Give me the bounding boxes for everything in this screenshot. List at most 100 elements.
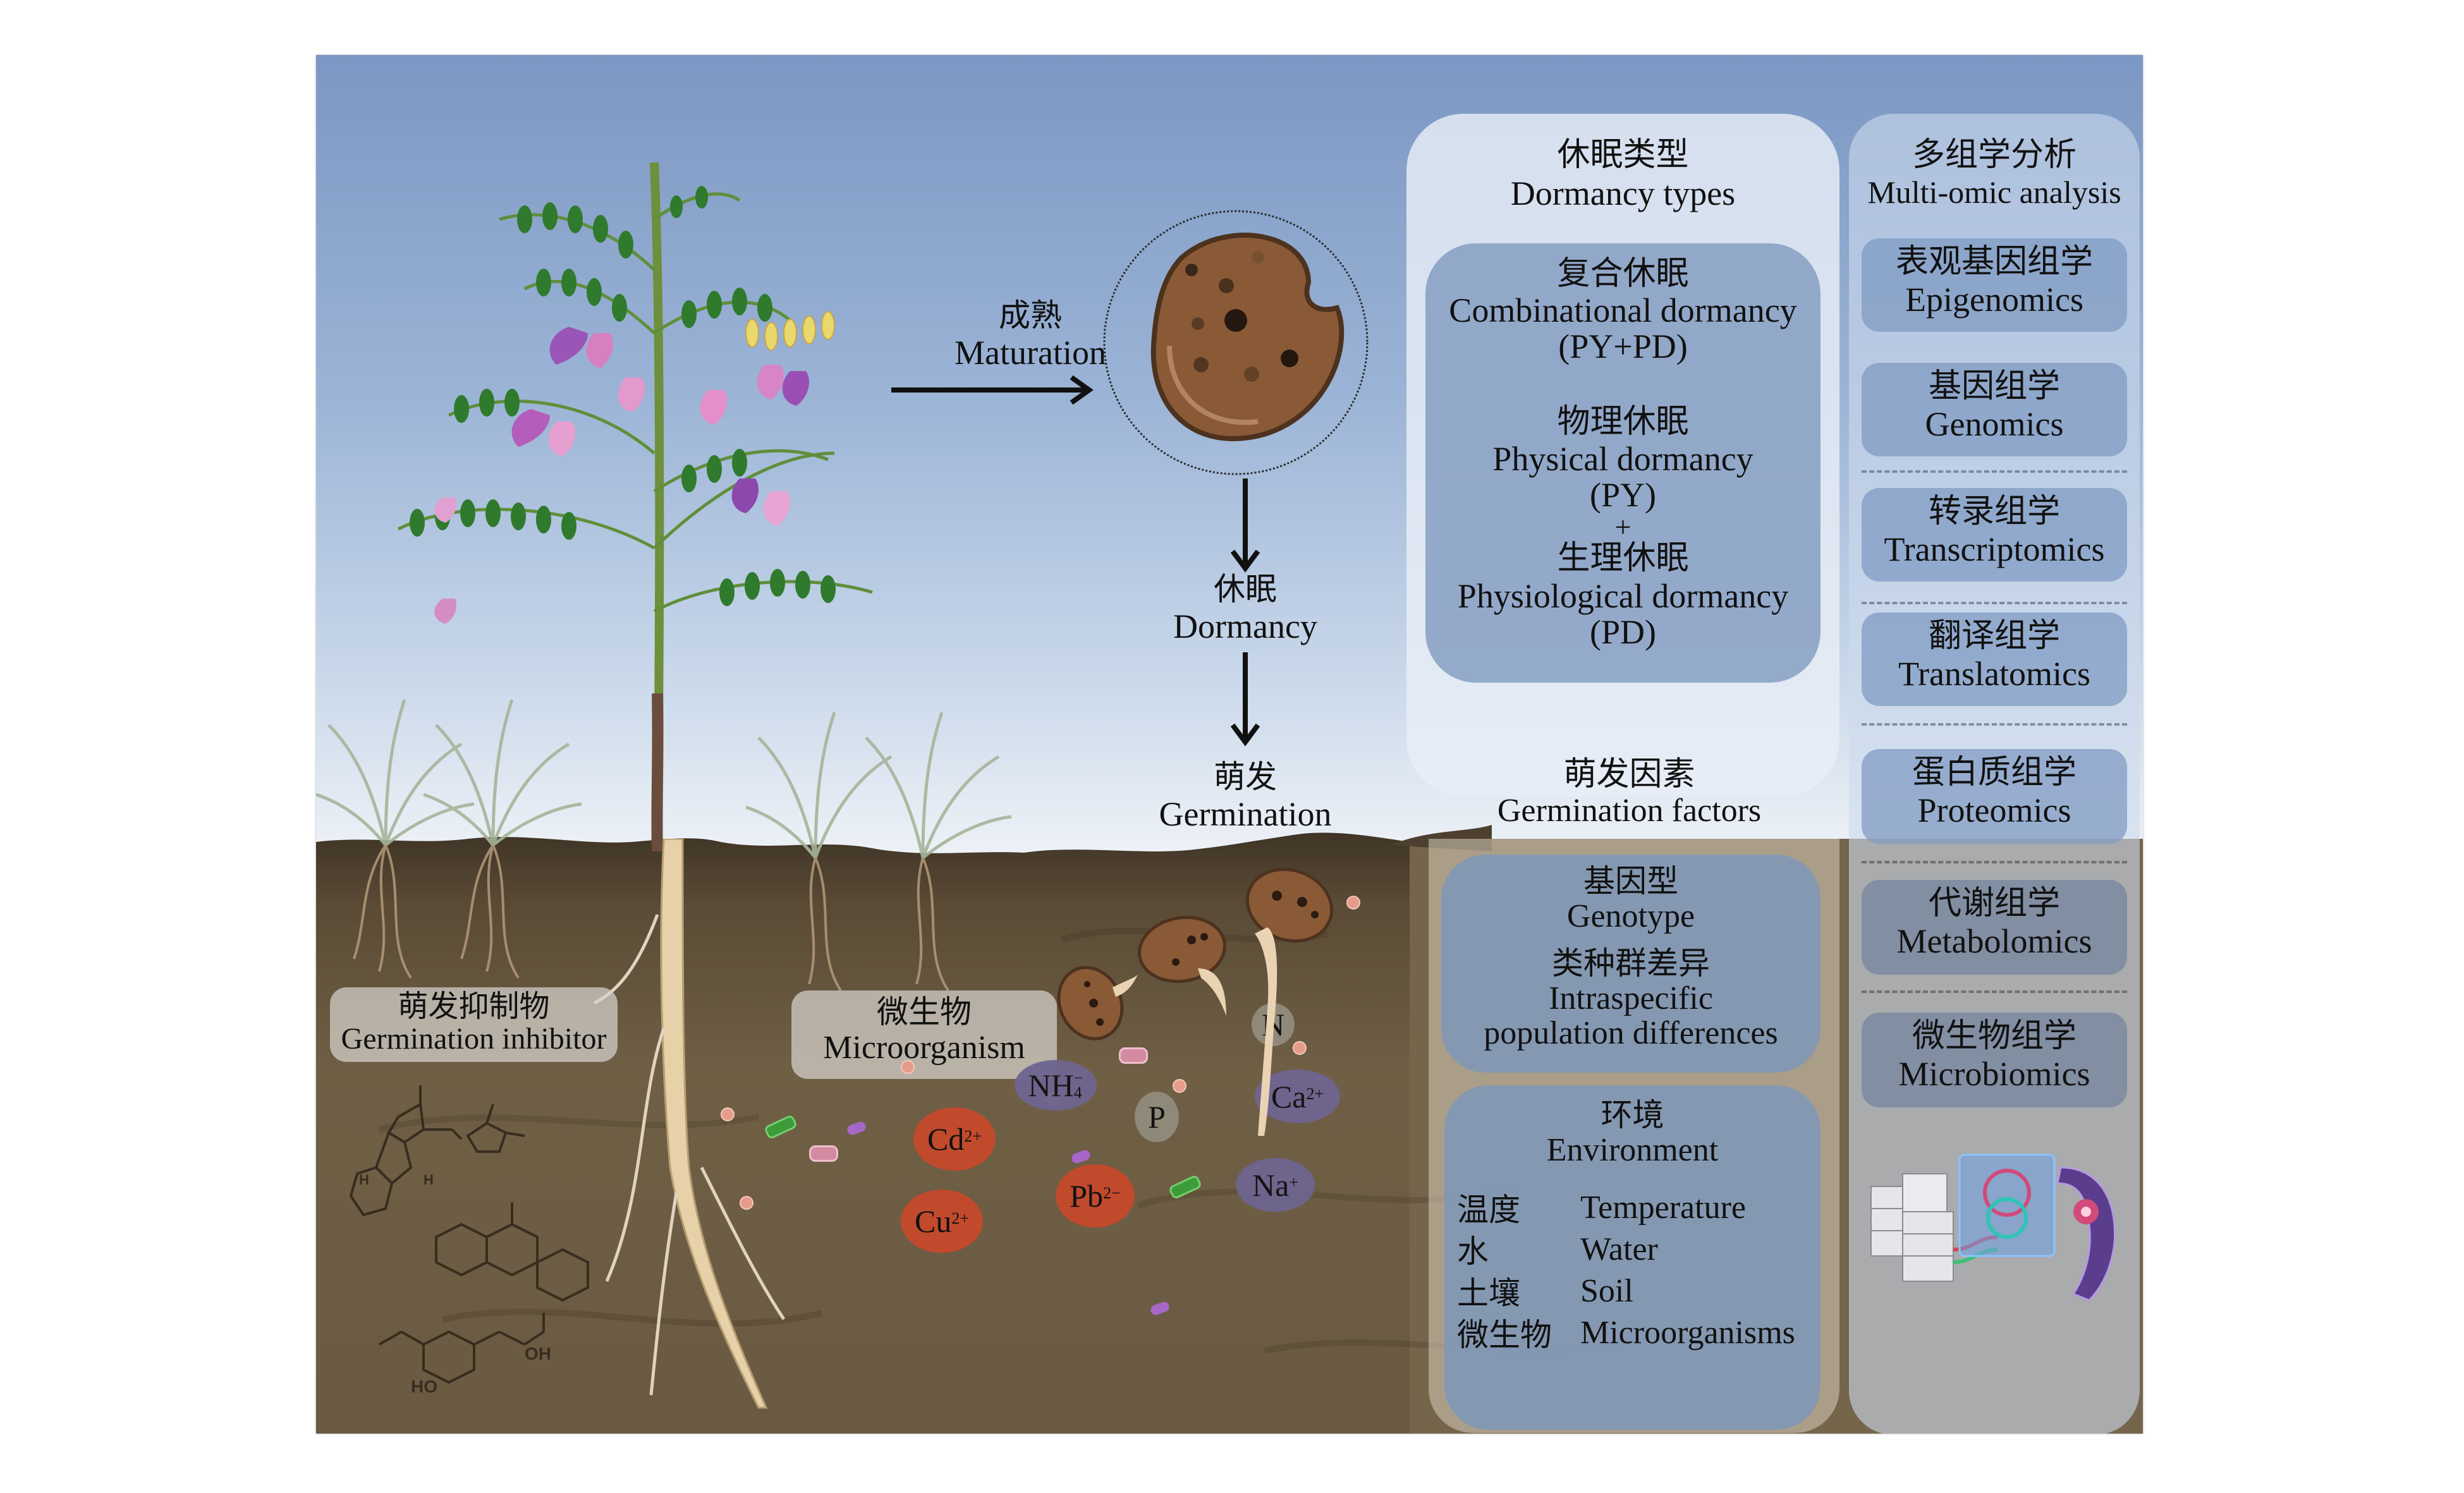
ion-nh4-base: NH (1028, 1068, 1074, 1103)
omic-item-epigenomics: 表观基因组学 Epigenomics (1862, 238, 2127, 332)
ion-cu-charge: 2+ (951, 1209, 970, 1228)
chem-label-ho: HO (411, 1377, 437, 1396)
maturation-label-cn: 成熟 (999, 297, 1062, 334)
microorganism-label: 微生物 Microorganism (791, 990, 1057, 1079)
omic-item-cn: 基因组学 (1928, 367, 2060, 405)
omic-divider (1862, 723, 2127, 726)
dormancy-label-en: Dormancy (1173, 607, 1317, 645)
physical-dormancy-en: Physical dormancy (1492, 440, 1753, 478)
omic-divider (1862, 861, 2127, 863)
omic-item-metabolomics: 代谢组学 Metabolomics (1862, 880, 2127, 975)
taproot-icon (593, 839, 786, 1409)
environment-factor-list: 温度 Temperature 水 Water 土壤 Soil 微生物 Micro… (1457, 1186, 1811, 1354)
genotype-panel (1441, 855, 1821, 1073)
ion-ca-charge: 2+ (1306, 1084, 1324, 1103)
maturation-arrow-icon (891, 375, 1094, 405)
multi-omic-title-en: Multi-omic analysis (1867, 174, 2121, 210)
physiological-dormancy-en: Physiological dormancy (1457, 577, 1789, 615)
omic-item-cn: 翻译组学 (1928, 617, 2060, 655)
genotype-title-en: Genotype (1566, 898, 1695, 934)
genotype-sub-en-1: Intraspecific (1549, 980, 1713, 1016)
bacterium-coccus-icon (1173, 1079, 1186, 1093)
bacterium-coccus-icon (721, 1107, 735, 1121)
environment-title-cn: 环境 (1601, 1097, 1664, 1133)
omic-item-microbiomics: 微生物组学 Microbiomics (1862, 1013, 2127, 1107)
environment-item-en: Water (1580, 1231, 1658, 1267)
combinational-dormancy-cn: 复合休眠 (1557, 255, 1689, 293)
environment-panel (1444, 1085, 1821, 1430)
germination-factors-title-cn: 萌发因素 (1563, 755, 1695, 793)
inhibitor-label-en: Germination inhibitor (341, 1021, 607, 1056)
environment-item-cn: 水 (1457, 1233, 1489, 1270)
environment-item-cn: 微生物 (1457, 1317, 1552, 1353)
environment-item-temperature: 温度 Temperature (1457, 1186, 1811, 1229)
omic-item-en: Transcriptomics (1884, 530, 2105, 568)
omic-divider (1862, 990, 2127, 993)
germination-label-cn: 萌发 (1214, 759, 1277, 795)
omic-divider (1862, 602, 2127, 604)
omic-divider (1862, 470, 2127, 473)
ion-na-base: Na (1252, 1167, 1290, 1203)
dormant-seed-icon (1103, 210, 1369, 475)
combinational-dormancy-abbr: (PY+PD) (1558, 327, 1688, 365)
ion-p-label: P (1148, 1099, 1166, 1135)
ion-cd-charge: 2+ (964, 1127, 982, 1145)
chem-label-oh: OH (525, 1344, 551, 1363)
germination-label-en: Germination (1159, 795, 1332, 833)
omic-item-genomics: 基因组学 Genomics (1862, 363, 2127, 456)
physiological-dormancy-abbr: (PD) (1590, 613, 1656, 651)
ion-na: Na+ (1236, 1158, 1315, 1212)
physiological-dormancy-cn: 生理休眠 (1557, 539, 1689, 577)
ion-nh4: NH−4 (1015, 1060, 1097, 1111)
germinating-seeds-icon (1057, 867, 1334, 1136)
ion-pb-charge: 2− (1103, 1184, 1121, 1202)
dormancy-types-title-en: Dormancy types (1510, 174, 1736, 212)
dormancy-label-cn: 休眠 (1214, 571, 1277, 607)
plant-illustration-icon (397, 162, 873, 851)
omic-item-en: Translatomics (1898, 654, 2090, 693)
germination-factors-title-en: Germination factors (1497, 793, 1762, 829)
microorganism-label-en: Microorganism (823, 1029, 1025, 1066)
omic-item-cn: 代谢组学 (1928, 884, 2060, 922)
bacterium-diplococcus-icon (809, 1145, 838, 1162)
chem-label-h-left: H (359, 1172, 369, 1188)
environment-item-en: Microorganisms (1580, 1314, 1795, 1351)
bacterium-coccus-icon (1293, 1041, 1307, 1055)
omic-item-translatomics: 翻译组学 Translatomics (1862, 612, 2127, 706)
data-analysis-server-icon (1870, 1154, 2116, 1301)
ion-nh4-subscript: 4 (1073, 1083, 1082, 1102)
combinational-dormancy-en: Combinational dormancy (1449, 291, 1797, 329)
environment-item-cn: 土壤 (1457, 1275, 1520, 1312)
environment-item-en: Temperature (1580, 1189, 1746, 1226)
omic-item-cn: 表观基因组学 (1895, 243, 2093, 281)
ion-pb-base: Pb (1070, 1178, 1104, 1214)
environment-item-microorganisms: 微生物 Microorganisms (1457, 1312, 1811, 1354)
omic-item-en: Genomics (1925, 405, 2064, 443)
genotype-title-cn: 基因型 (1583, 863, 1678, 899)
bacterium-coccus-icon (1346, 896, 1360, 910)
chemical-structures-icon (349, 1085, 589, 1384)
dormancy-types-title-cn: 休眠类型 (1557, 136, 1689, 174)
ion-nh4-charge: − (1073, 1068, 1083, 1087)
physical-dormancy-cn: 物理休眠 (1557, 403, 1689, 441)
multi-omic-title-cn: 多组学分析 (1912, 136, 2077, 174)
omic-item-en: Epigenomics (1905, 280, 2083, 319)
omic-item-en: Metabolomics (1896, 922, 2092, 960)
genotype-sub-cn: 类种群差异 (1552, 945, 1710, 982)
environment-item-water: 水 Water (1457, 1228, 1811, 1271)
germination-arrow-icon (1230, 652, 1260, 746)
omic-item-cn: 蛋白质组学 (1912, 753, 2077, 791)
ion-p: P (1135, 1092, 1179, 1142)
omic-item-en: Proteomics (1917, 791, 2071, 829)
bacterium-coccus-icon (740, 1196, 753, 1210)
ion-cu-base: Cu (914, 1204, 952, 1239)
environment-item-cn: 温度 (1457, 1191, 1520, 1228)
omic-item-en: Microbiomics (1898, 1054, 2090, 1093)
chem-label-h-right: H (424, 1172, 434, 1188)
inhibitor-label-cn: 萌发抑制物 (398, 989, 550, 1024)
environment-title-en: Environment (1546, 1132, 1719, 1168)
environment-item-en: Soil (1580, 1272, 1633, 1309)
maturation-label-en: Maturation (954, 334, 1106, 372)
